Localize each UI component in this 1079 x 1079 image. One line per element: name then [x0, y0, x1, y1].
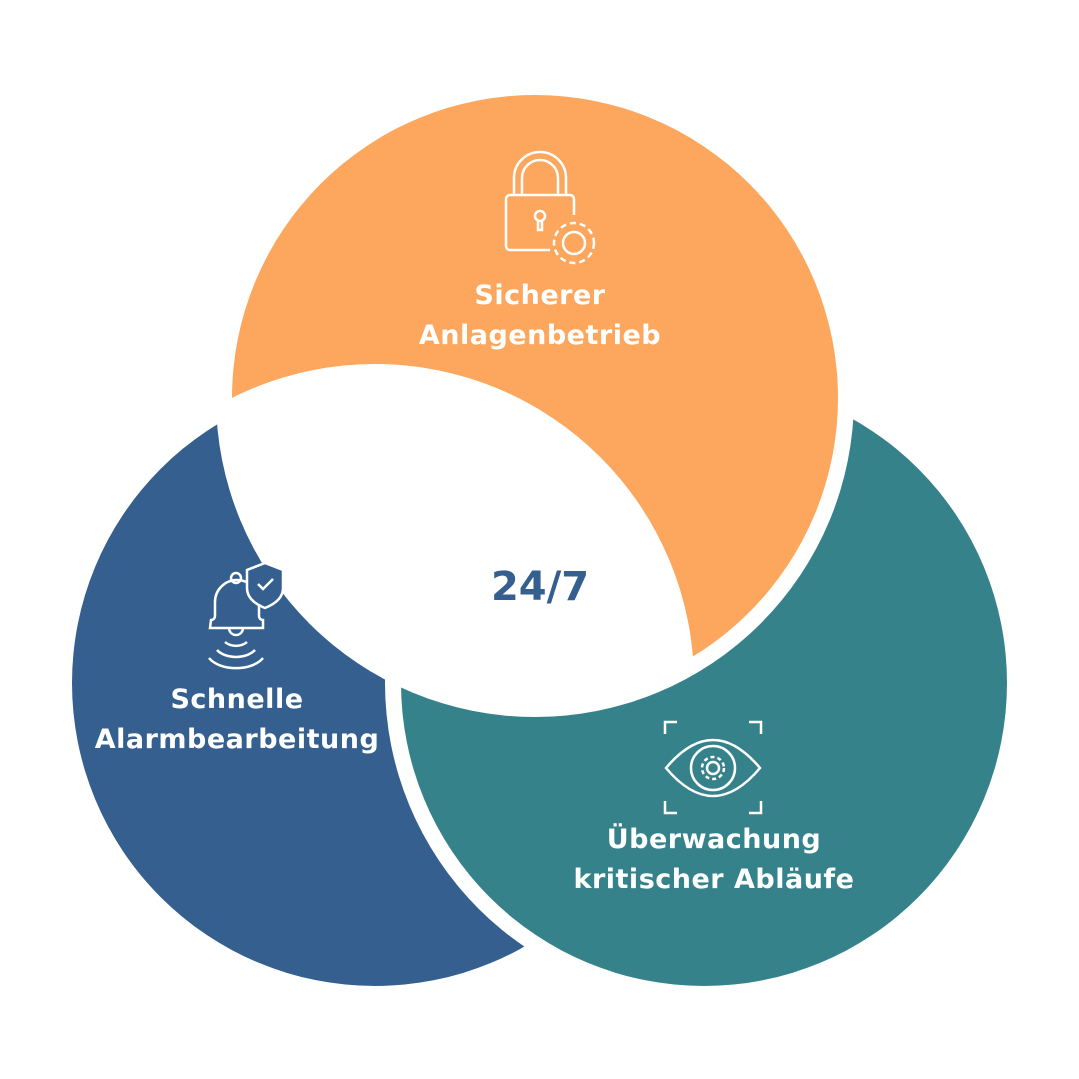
orange-label-line1: Sicherer: [474, 280, 606, 311]
teal-segment: [401, 380, 1007, 986]
lock-gear-icon: [504, 150, 596, 265]
bell-shield-icon: [208, 561, 285, 670]
blue-label-line1: Schnelle: [170, 684, 304, 715]
blue-segment-label: Schnelle Alarmbearbeitung: [95, 680, 380, 760]
eye-gear-icon: [663, 720, 763, 815]
orange-label-line2: Anlagenbetrieb: [418, 320, 662, 351]
teal-label-line2: kritischer Abläufe: [573, 864, 855, 895]
blue-label-line2: Alarmbearbeitung: [94, 724, 380, 755]
teal-segment-label: Überwachung kritischer Abläufe: [574, 820, 855, 900]
teal-label-line1: Überwachung: [606, 824, 822, 855]
center-label: 24/7: [490, 564, 590, 610]
orange-segment-label: Sicherer Anlagenbetrieb: [419, 276, 661, 356]
